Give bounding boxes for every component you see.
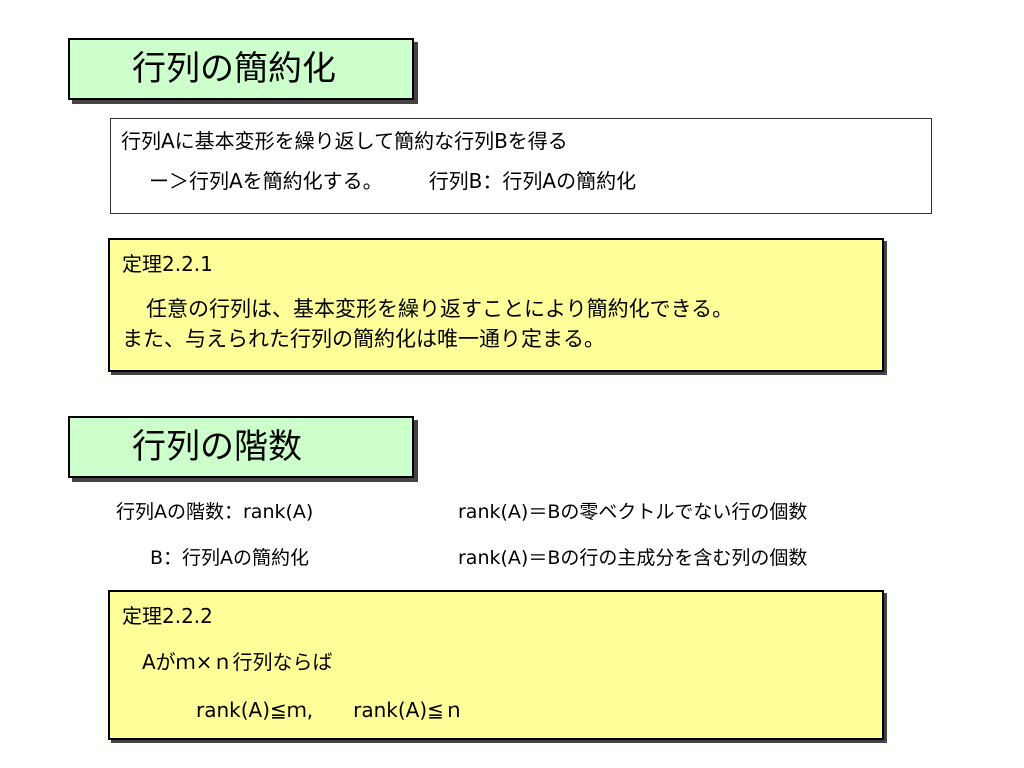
theorem-line-1: 任意の行列は、基本変形を繰り返すことにより簡約化できる。 — [146, 297, 734, 321]
rank-b-definition: B：行列Aの簡約化 — [150, 547, 310, 569]
theorem-2-2-1-box: 定理2.2.1 任意の行列は、基本変形を繰り返すことにより簡約化できる。 また、… — [108, 238, 884, 372]
intro-box: 行列Aに基本変形を繰り返して簡約な行列Bを得る ー＞行列Aを簡約化する。 行列B：… — [110, 118, 932, 214]
rank-definition: 行列Aの階数：rank(A) — [116, 501, 314, 523]
rank-pivot-columns: rank(A)＝Bの行の主成分を含む列の個数 — [458, 547, 808, 569]
inequality-n: rank(A)≦ｎ — [353, 698, 464, 722]
theorem-label: 定理2.2.1 — [122, 252, 213, 276]
section-title-reduction: 行列の簡約化 — [68, 38, 414, 100]
inequality-m: rank(A)≦ｍ, — [196, 698, 314, 722]
intro-line-2: ー＞行列Aを簡約化する。 行列B：行列Aの簡約化 — [121, 167, 931, 207]
intro-line-1: 行列Aに基本変形を繰り返して簡約な行列Bを得る — [121, 129, 568, 153]
theorem-body: 任意の行列は、基本変形を繰り返すことにより簡約化できる。 また、与えられた行列の… — [122, 294, 882, 354]
theorem-label: 定理2.2.2 — [122, 604, 213, 628]
section-title-rank: 行列の階数 — [68, 416, 414, 478]
theorem-inequalities: rank(A)≦ｍ, rank(A)≦ｎ — [122, 696, 882, 744]
intro-line-2b: 行列B：行列Aの簡約化 — [428, 169, 637, 193]
theorem-line-1: Aがｍ×ｎ行列ならば — [142, 650, 333, 674]
theorem-line-2: また、与えられた行列の簡約化は唯一通り定まる。 — [122, 327, 605, 351]
intro-line-2a: ー＞行列Aを簡約化する。 — [149, 169, 383, 193]
rank-nonzero-rows: rank(A)＝Bの零ベクトルでない行の個数 — [458, 501, 808, 523]
theorem-2-2-2-box: 定理2.2.2 Aがｍ×ｎ行列ならば rank(A)≦ｍ, rank(A)≦ｎ — [108, 590, 884, 740]
